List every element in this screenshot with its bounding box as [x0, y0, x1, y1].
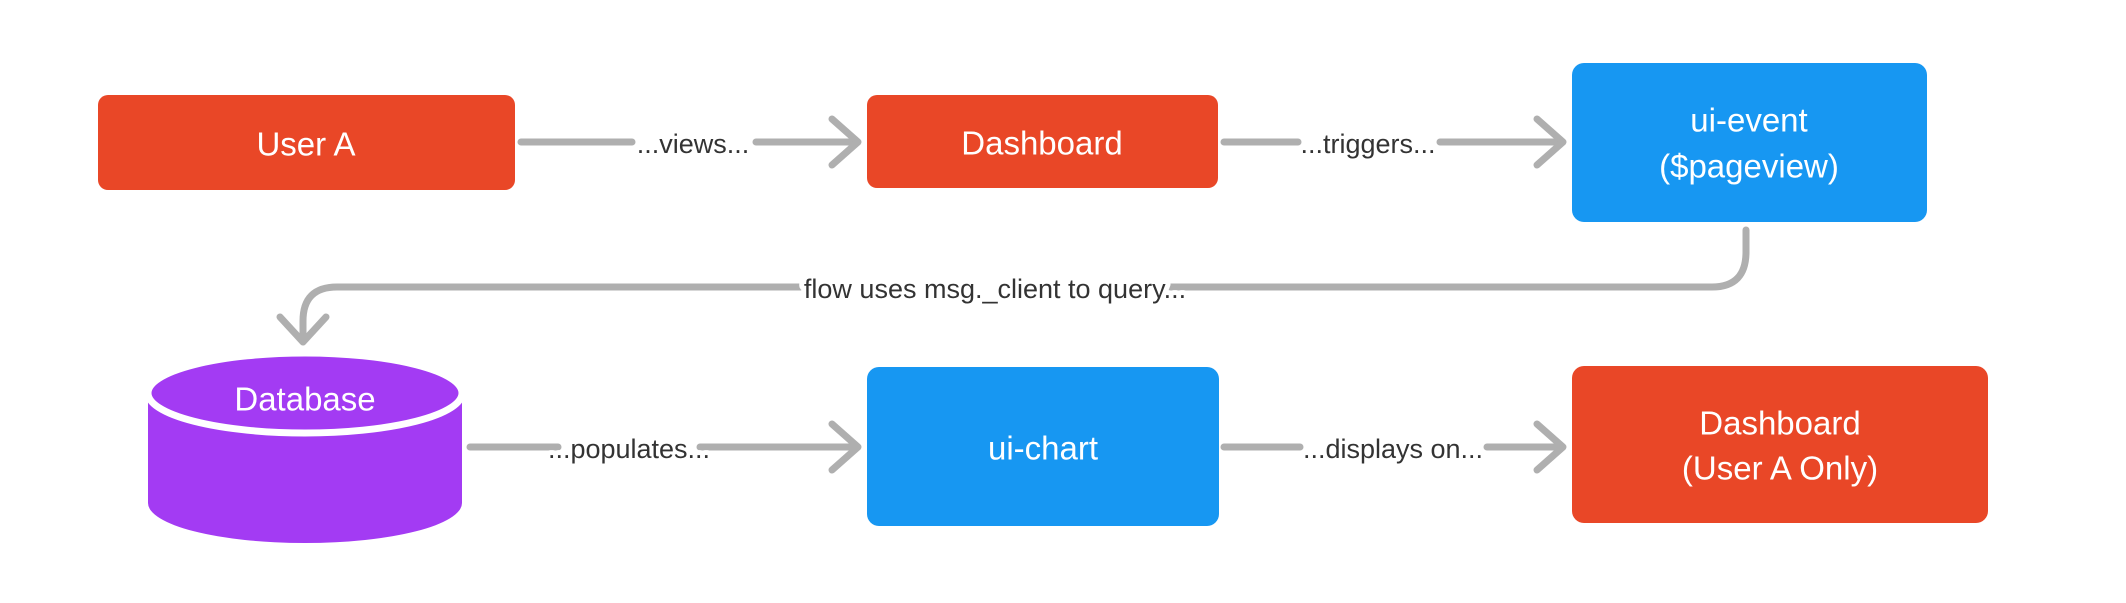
- node-ui-chart: [867, 367, 1219, 526]
- node-dashboard: [867, 95, 1218, 188]
- edge-lines: [276, 115, 1750, 474]
- node-dashboard-label: Dashboard: [961, 125, 1122, 162]
- edge-query-arrowhead-icon: [276, 313, 330, 346]
- node-ui-event-label-line2: ($pageview): [1659, 148, 1839, 185]
- edge-triggers-arrowhead-icon: [1533, 115, 1567, 169]
- node-user-a: [98, 95, 515, 190]
- node-database-label: Database: [234, 381, 375, 418]
- node-ui-chart-label: ui-chart: [988, 430, 1098, 467]
- edge-triggers-label: ...triggers...: [1300, 129, 1435, 159]
- edge-displays-on-label: ...displays on...: [1303, 434, 1483, 464]
- edge-populates-label: ...populates...: [548, 434, 710, 464]
- node-ui-event-label-line1: ui-event: [1690, 102, 1807, 139]
- edge-displays-on-arrowhead-icon: [1533, 420, 1567, 474]
- node-dashboard-user-a-label-line1: Dashboard: [1699, 405, 1860, 442]
- node-dashboard-user-a: [1572, 366, 1988, 523]
- edge-populates-arrowhead-icon: [828, 420, 862, 474]
- edge-query-left-segment: [299, 283, 827, 340]
- edge-views-label: ...views...: [637, 129, 750, 159]
- node-ui-event: [1572, 63, 1927, 222]
- database-cylinder-top: [144, 349, 466, 437]
- edge-query-label: flow uses msg._client to query...: [804, 274, 1186, 304]
- edge-query-right-segment: [1161, 226, 1750, 291]
- edge-labels: ...views... ...triggers... flow uses msg…: [543, 124, 1488, 469]
- node-user-a-label: User A: [256, 126, 355, 163]
- database-cylinder-icon: [144, 349, 466, 543]
- node-dashboard-user-a-label-line2: (User A Only): [1682, 450, 1878, 487]
- edge-views-arrowhead-icon: [828, 115, 862, 169]
